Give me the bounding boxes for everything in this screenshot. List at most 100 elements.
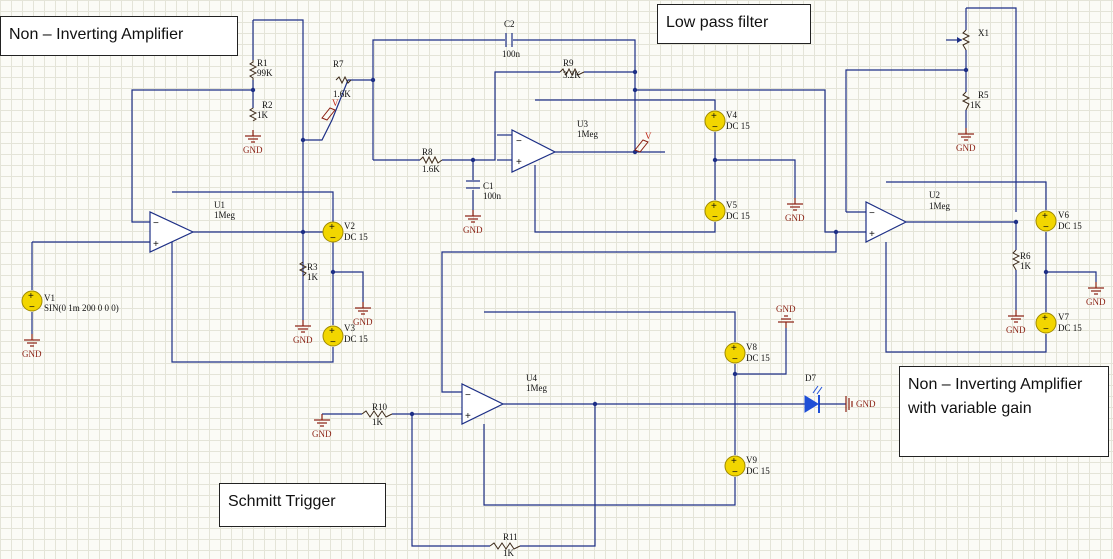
svg-text:−: −	[29, 302, 35, 313]
r5-value: 1K	[970, 100, 982, 110]
wires	[31, 7, 1097, 547]
svg-text:+: +	[711, 111, 717, 122]
v6-value: DC 15	[1058, 221, 1082, 231]
svg-text:+: +	[731, 456, 737, 467]
v1-name: V1	[44, 293, 55, 303]
gnd-label: GND	[463, 225, 483, 235]
gnd-label: GND	[785, 213, 805, 223]
ground-symbol: GND	[353, 302, 373, 327]
svg-text:+: +	[731, 343, 737, 354]
opamp-u2: − + U2 1Meg	[865, 190, 950, 243]
gnd-label: GND	[22, 349, 42, 359]
v4-name: V4	[726, 110, 737, 120]
source-v5: +− V5 DC 15	[704, 200, 750, 223]
junction	[632, 87, 638, 93]
opamp-u4: − + U4 1Meg	[461, 373, 547, 425]
junction	[300, 229, 306, 235]
junction	[1013, 219, 1019, 225]
svg-text:−: −	[712, 122, 718, 133]
svg-text:+: +	[869, 229, 875, 240]
r9-value: 3.2K	[563, 70, 581, 80]
junction	[370, 77, 376, 83]
v8-value: DC 15	[746, 353, 770, 363]
r2-value: 1K	[257, 110, 269, 120]
svg-text:−: −	[330, 337, 336, 348]
svg-text:−: −	[1043, 324, 1049, 335]
x1-name: X1	[978, 28, 989, 38]
source-v7: +− V7 DC 15	[1035, 312, 1082, 335]
grounds: GND GND GND GND GND GND GND GND GND GND GND	[22, 128, 1106, 439]
gnd-label: GND	[956, 143, 976, 153]
ground-symbol: GND	[293, 320, 313, 345]
junction	[592, 401, 598, 407]
r11-name: R11	[503, 532, 518, 542]
junction	[250, 87, 256, 93]
r3-value: 1K	[307, 272, 319, 282]
r7-value: 1.6K	[333, 89, 351, 99]
svg-text:+: +	[153, 239, 159, 250]
probe-label: V	[645, 131, 652, 141]
junction	[470, 157, 476, 163]
junction	[300, 137, 306, 143]
junction	[833, 229, 839, 235]
r10-name: R10	[372, 402, 388, 412]
svg-text:−: −	[465, 390, 471, 401]
svg-text:+: +	[711, 201, 717, 212]
source-v9: +− V9 DC 15	[724, 455, 770, 478]
ground-symbol: GND	[463, 210, 483, 235]
ground-symbol: GND	[1086, 282, 1106, 307]
svg-text:−: −	[869, 208, 875, 219]
capacitor-c1: C1 100n	[466, 180, 502, 201]
source-v6: +− V6 DC 15	[1035, 210, 1082, 233]
gnd-label: GND	[776, 304, 796, 314]
r1-value: 99K	[257, 68, 273, 78]
ground-symbol: GND	[22, 334, 42, 359]
u3-name: U3	[577, 119, 588, 129]
source-v3: +− V3 DC 15	[322, 323, 368, 348]
gnd-label: GND	[243, 145, 263, 155]
svg-text:−: −	[732, 467, 738, 478]
label-non-inverting-amplifier: Non – Inverting Amplifier	[0, 16, 238, 56]
r6-name: R6	[1020, 251, 1031, 261]
source-v8: +− V8 DC 15	[724, 342, 770, 365]
ground-symbol: GND	[776, 304, 796, 328]
gnd-label: GND	[856, 399, 876, 409]
ground-symbol: GND	[312, 414, 332, 439]
v9-value: DC 15	[746, 466, 770, 476]
resistor-r3: R3 1K	[298, 261, 319, 282]
r2-name: R2	[262, 100, 273, 110]
junction	[409, 411, 415, 417]
label-schmitt-trigger: Schmitt Trigger	[219, 483, 386, 527]
u2-name: U2	[929, 190, 940, 200]
r8-value: 1.6K	[422, 164, 440, 174]
svg-text:+: +	[1042, 211, 1048, 222]
r9-name: R9	[563, 58, 574, 68]
d7-name: D7	[805, 373, 816, 383]
source-v1: +− V1 SIN(0 1m 200 0 0 0)	[21, 290, 119, 313]
r5-name: R5	[978, 90, 989, 100]
r3-name: R3	[307, 262, 318, 272]
v3-value: DC 15	[344, 334, 368, 344]
u1-name: U1	[214, 200, 225, 210]
u4-value: 1Meg	[526, 383, 547, 393]
svg-text:+: +	[465, 411, 471, 422]
svg-text:+: +	[28, 291, 34, 302]
r7-name: R7	[333, 59, 344, 69]
svg-text:+: +	[516, 157, 522, 168]
v5-name: V5	[726, 200, 737, 210]
resistor-r1: R1 99K	[248, 58, 273, 80]
v2-name: V2	[344, 221, 355, 231]
probe-v-stage2: V	[634, 131, 652, 153]
opamp-u1: − + U1 1Meg	[149, 200, 235, 253]
v7-name: V7	[1058, 312, 1069, 322]
probe-label: V	[332, 98, 339, 108]
gnd-label: GND	[312, 429, 332, 439]
svg-text:−: −	[330, 233, 336, 244]
v9-name: V9	[746, 455, 757, 465]
v2-value: DC 15	[344, 232, 368, 242]
c2-value: 100n	[502, 49, 521, 59]
u3-value: 1Meg	[577, 129, 598, 139]
junction	[632, 69, 638, 75]
